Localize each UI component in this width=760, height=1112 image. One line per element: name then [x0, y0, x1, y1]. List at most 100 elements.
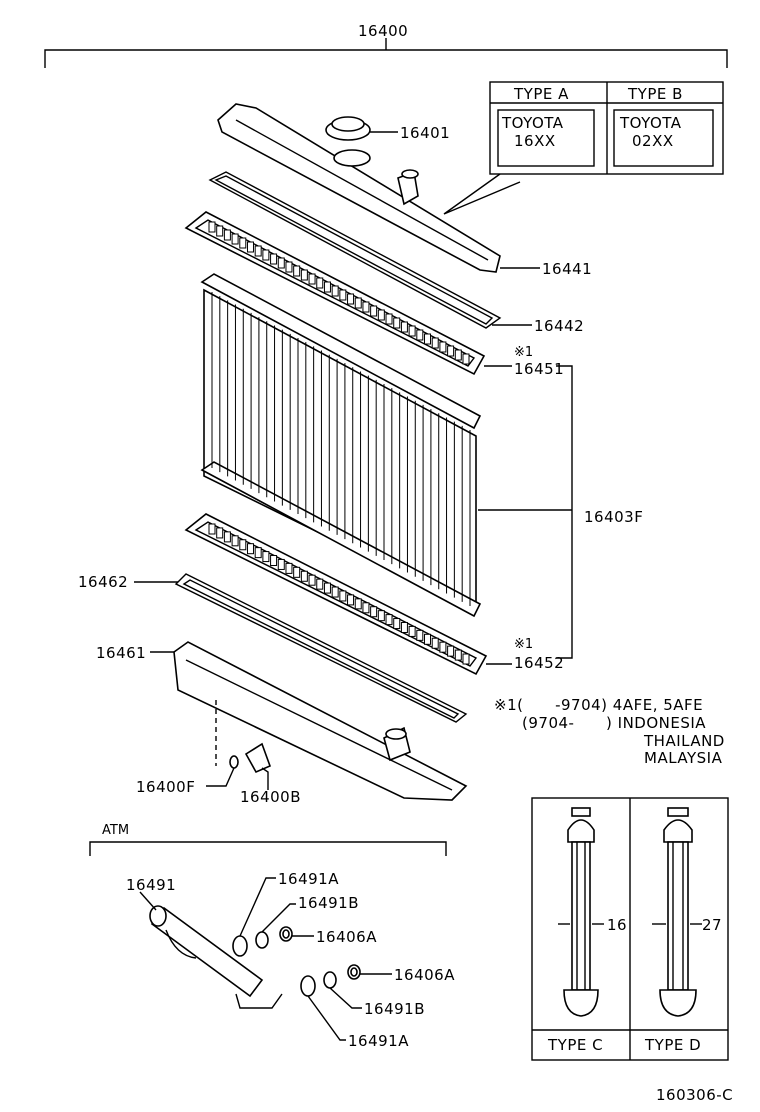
plate-slot — [293, 265, 301, 277]
lower-plate-note-ref: ※1 — [514, 637, 533, 652]
plate-slot — [439, 641, 447, 653]
type-b-code: 02XX — [632, 132, 674, 150]
plate-slot — [454, 649, 462, 661]
note-line-2: (9704- ) INDONESIA — [522, 714, 706, 732]
plate-slot — [377, 309, 385, 321]
plate-slot — [223, 531, 231, 543]
washer-b-lower-label: 16491B — [364, 1000, 425, 1018]
type-c-dimension: 16 — [607, 916, 627, 934]
type-a-maker: TOYOTA — [501, 114, 564, 132]
nut-a-upper-label: 16406A — [316, 928, 377, 946]
plate-slot — [385, 614, 393, 626]
plate-slot — [308, 574, 316, 586]
note-line-3: THAILAND — [643, 732, 725, 750]
plate-slot — [370, 606, 378, 618]
type-c-fitting: 16 — [558, 807, 627, 1017]
assembly-bracket: 16400 — [44, 22, 728, 68]
type-d-dimension: 27 — [702, 916, 722, 934]
plate-slot — [216, 527, 224, 539]
upper-plate-note-ref: ※1 — [514, 345, 533, 360]
cap-label: 16401 — [400, 124, 450, 142]
washer-b-upper-label: 16491B — [298, 894, 359, 912]
plate-slot — [231, 535, 239, 547]
lower-tank-label: 16461 — [96, 644, 146, 662]
plate-slot — [362, 301, 370, 313]
type-cd-box: 16 27 TYPE C TYPE D — [531, 797, 729, 1061]
plate-slot — [270, 555, 278, 567]
type-d-label: TYPE D — [644, 1036, 701, 1054]
type-ab-table: TYPE A TYPE B TOYOTA 16XX TOYOTA 02XX — [443, 81, 724, 215]
atm-section: ATM 16491 16491A 16491B 16406A 16406A 16… — [89, 823, 455, 1050]
plate-slot — [408, 325, 416, 337]
plate-slot — [208, 523, 216, 535]
lower-plate-label: 16452 — [514, 654, 564, 672]
drain-plug-label: 16400B — [240, 788, 301, 806]
atm-label: ATM — [102, 823, 129, 838]
plate-slot — [431, 637, 439, 649]
plate-slot — [277, 257, 285, 269]
plate-slot — [339, 289, 347, 301]
plate-slot — [254, 245, 262, 257]
plate-slot — [300, 269, 308, 281]
plate-slot — [262, 249, 270, 261]
lower-tank: 16461 — [96, 641, 468, 801]
plate-slot — [416, 629, 424, 641]
plate-slot — [308, 273, 316, 285]
plate-slot — [439, 341, 447, 353]
type-d-fitting: 27 — [652, 807, 722, 1017]
plate-slot — [293, 566, 301, 578]
lower-plate: ※1 16452 — [184, 513, 564, 676]
plate-slot — [370, 305, 378, 317]
note-line-1: ※1( -9704) 4AFE, 5AFE — [494, 696, 703, 714]
cooler-pipe-label: 16491 — [126, 876, 176, 894]
core-label: 16403F — [584, 508, 643, 526]
upper-gasket-label: 16442 — [534, 317, 584, 335]
plate-slot — [277, 558, 285, 570]
diagram-id: 160306-C — [656, 1086, 733, 1104]
upper-gasket: 16442 — [208, 171, 584, 335]
plate-slot — [377, 610, 385, 622]
radiator-core: 16403F — [200, 273, 643, 618]
type-c-label: TYPE C — [547, 1036, 603, 1054]
plate-slot — [246, 543, 254, 555]
plate-slot — [447, 345, 455, 357]
plate-slot — [316, 578, 324, 590]
applicability-note: ※1( -9704) 4AFE, 5AFE (9704- ) INDONESIA… — [494, 696, 725, 767]
plate-slot — [223, 229, 231, 241]
note-line-4: MALAYSIA — [644, 749, 723, 767]
plate-slot — [424, 333, 432, 345]
plate-slot — [331, 285, 339, 297]
plate-slot — [323, 582, 331, 594]
upper-plate: ※1 16451 — [184, 211, 564, 378]
nut-a-lower-label: 16406A — [394, 966, 455, 984]
plate-slot — [385, 313, 393, 325]
plate-slot — [339, 590, 347, 602]
plate-slot — [354, 297, 362, 309]
plate-slot — [400, 621, 408, 633]
upper-plate-label: 16451 — [514, 360, 564, 378]
plate-slot — [300, 570, 308, 582]
plate-slot — [239, 539, 247, 551]
plate-slot — [362, 602, 370, 614]
oring-a-upper-label: 16491A — [278, 870, 339, 888]
plate-slot — [216, 225, 224, 237]
plate-slot — [454, 349, 462, 361]
type-a-code: 16XX — [514, 132, 556, 150]
assembly-label: 16400 — [358, 22, 408, 40]
plate-slot — [393, 317, 401, 329]
plate-slot — [424, 633, 432, 645]
plate-slot — [239, 237, 247, 249]
plate-slot — [331, 586, 339, 598]
plate-slot — [347, 293, 355, 305]
lower-gasket: 16462 — [78, 573, 468, 723]
plate-slot — [347, 594, 355, 606]
plate-slot — [246, 241, 254, 253]
upper-tank: 16441 — [217, 103, 592, 278]
type-a-header: TYPE A — [513, 85, 569, 103]
plate-slot — [262, 551, 270, 563]
plate-slot — [316, 277, 324, 289]
plate-slot — [231, 233, 239, 245]
type-b-header: TYPE B — [627, 85, 683, 103]
drain-plug-assembly: 16400F 16400B — [136, 700, 301, 806]
